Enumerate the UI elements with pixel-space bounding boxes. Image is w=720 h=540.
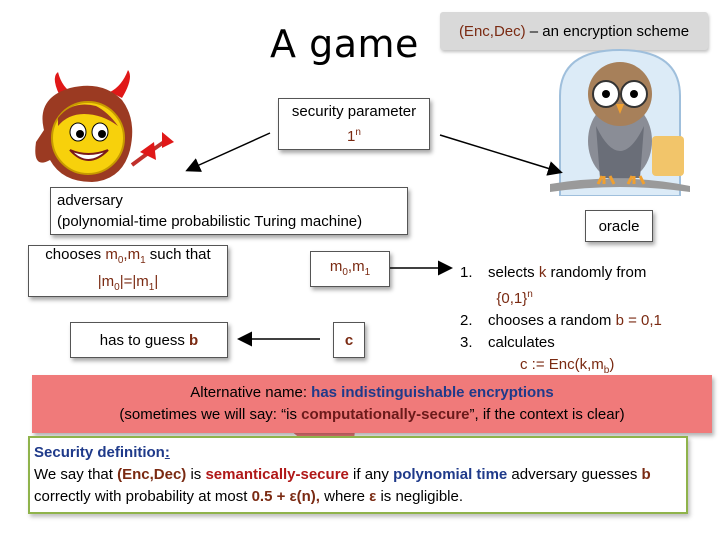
step-1: 1.selects k randomly from bbox=[460, 264, 647, 281]
security-parameter-label: security parameter bbox=[291, 103, 417, 120]
definition-text: We say that (Enc,Dec) is semantically-se… bbox=[34, 466, 651, 483]
step-3: 3.calculates bbox=[460, 334, 555, 351]
message-pair-box: m0,m1 bbox=[310, 251, 390, 287]
adversary-box: adversary (polynomial-time probabilistic… bbox=[50, 187, 408, 235]
chooses-line-2: |m0|=|m1| bbox=[97, 273, 159, 293]
guess-box: has to guess b bbox=[70, 322, 228, 358]
security-parameter-box: security parameter 1n bbox=[278, 98, 430, 150]
adversary-label: adversary bbox=[57, 192, 123, 209]
security-definition-box: Security definition: We say that (Enc,De… bbox=[28, 436, 688, 514]
scheme-label: (Enc,Dec) – an encryption scheme bbox=[440, 12, 708, 50]
scheme-name: (Enc,Dec) bbox=[458, 22, 526, 40]
scheme-description: – an encryption scheme bbox=[525, 22, 690, 40]
step-2: 2.chooses a random b = 0,1 bbox=[460, 312, 662, 329]
callout-line-1: Alternative name: has indistinguishable … bbox=[190, 384, 554, 401]
definition-text-2: correctly with probability at most 0.5 +… bbox=[34, 488, 464, 505]
adversary-description: (polynomial-time probabilistic Turing ma… bbox=[57, 213, 363, 230]
definition-heading: Security definition bbox=[34, 444, 165, 461]
ciphertext-box: c bbox=[333, 322, 365, 358]
oracle-box: oracle bbox=[585, 210, 653, 242]
guess-bit: b bbox=[189, 331, 199, 349]
guess-label: has to guess bbox=[99, 331, 190, 349]
oracle-steps: 1.selects k randomly from {0,1}n 2.choos… bbox=[460, 262, 710, 382]
security-parameter-value: 1n bbox=[347, 127, 361, 145]
arrow-to-adversary bbox=[185, 132, 271, 172]
alternative-name-callout: Alternative name: has indistinguishable … bbox=[32, 375, 712, 433]
chooses-messages-box: chooses m0,m1 such that |m0|=|m1| bbox=[28, 245, 228, 297]
callout-line-2: (sometimes we will say: “is computationa… bbox=[119, 406, 625, 423]
owl-illustration bbox=[550, 48, 690, 196]
slide-title: A game bbox=[270, 22, 419, 66]
arrow-to-oracle bbox=[439, 134, 563, 176]
right-horn-icon bbox=[110, 70, 130, 98]
chooses-line-1: chooses m0,m1 such that bbox=[45, 246, 211, 266]
step-1-cont: {0,1}n bbox=[496, 289, 533, 307]
step-3-cont: c := Enc(k,mb) bbox=[520, 356, 615, 376]
devil-illustration bbox=[35, 70, 174, 182]
